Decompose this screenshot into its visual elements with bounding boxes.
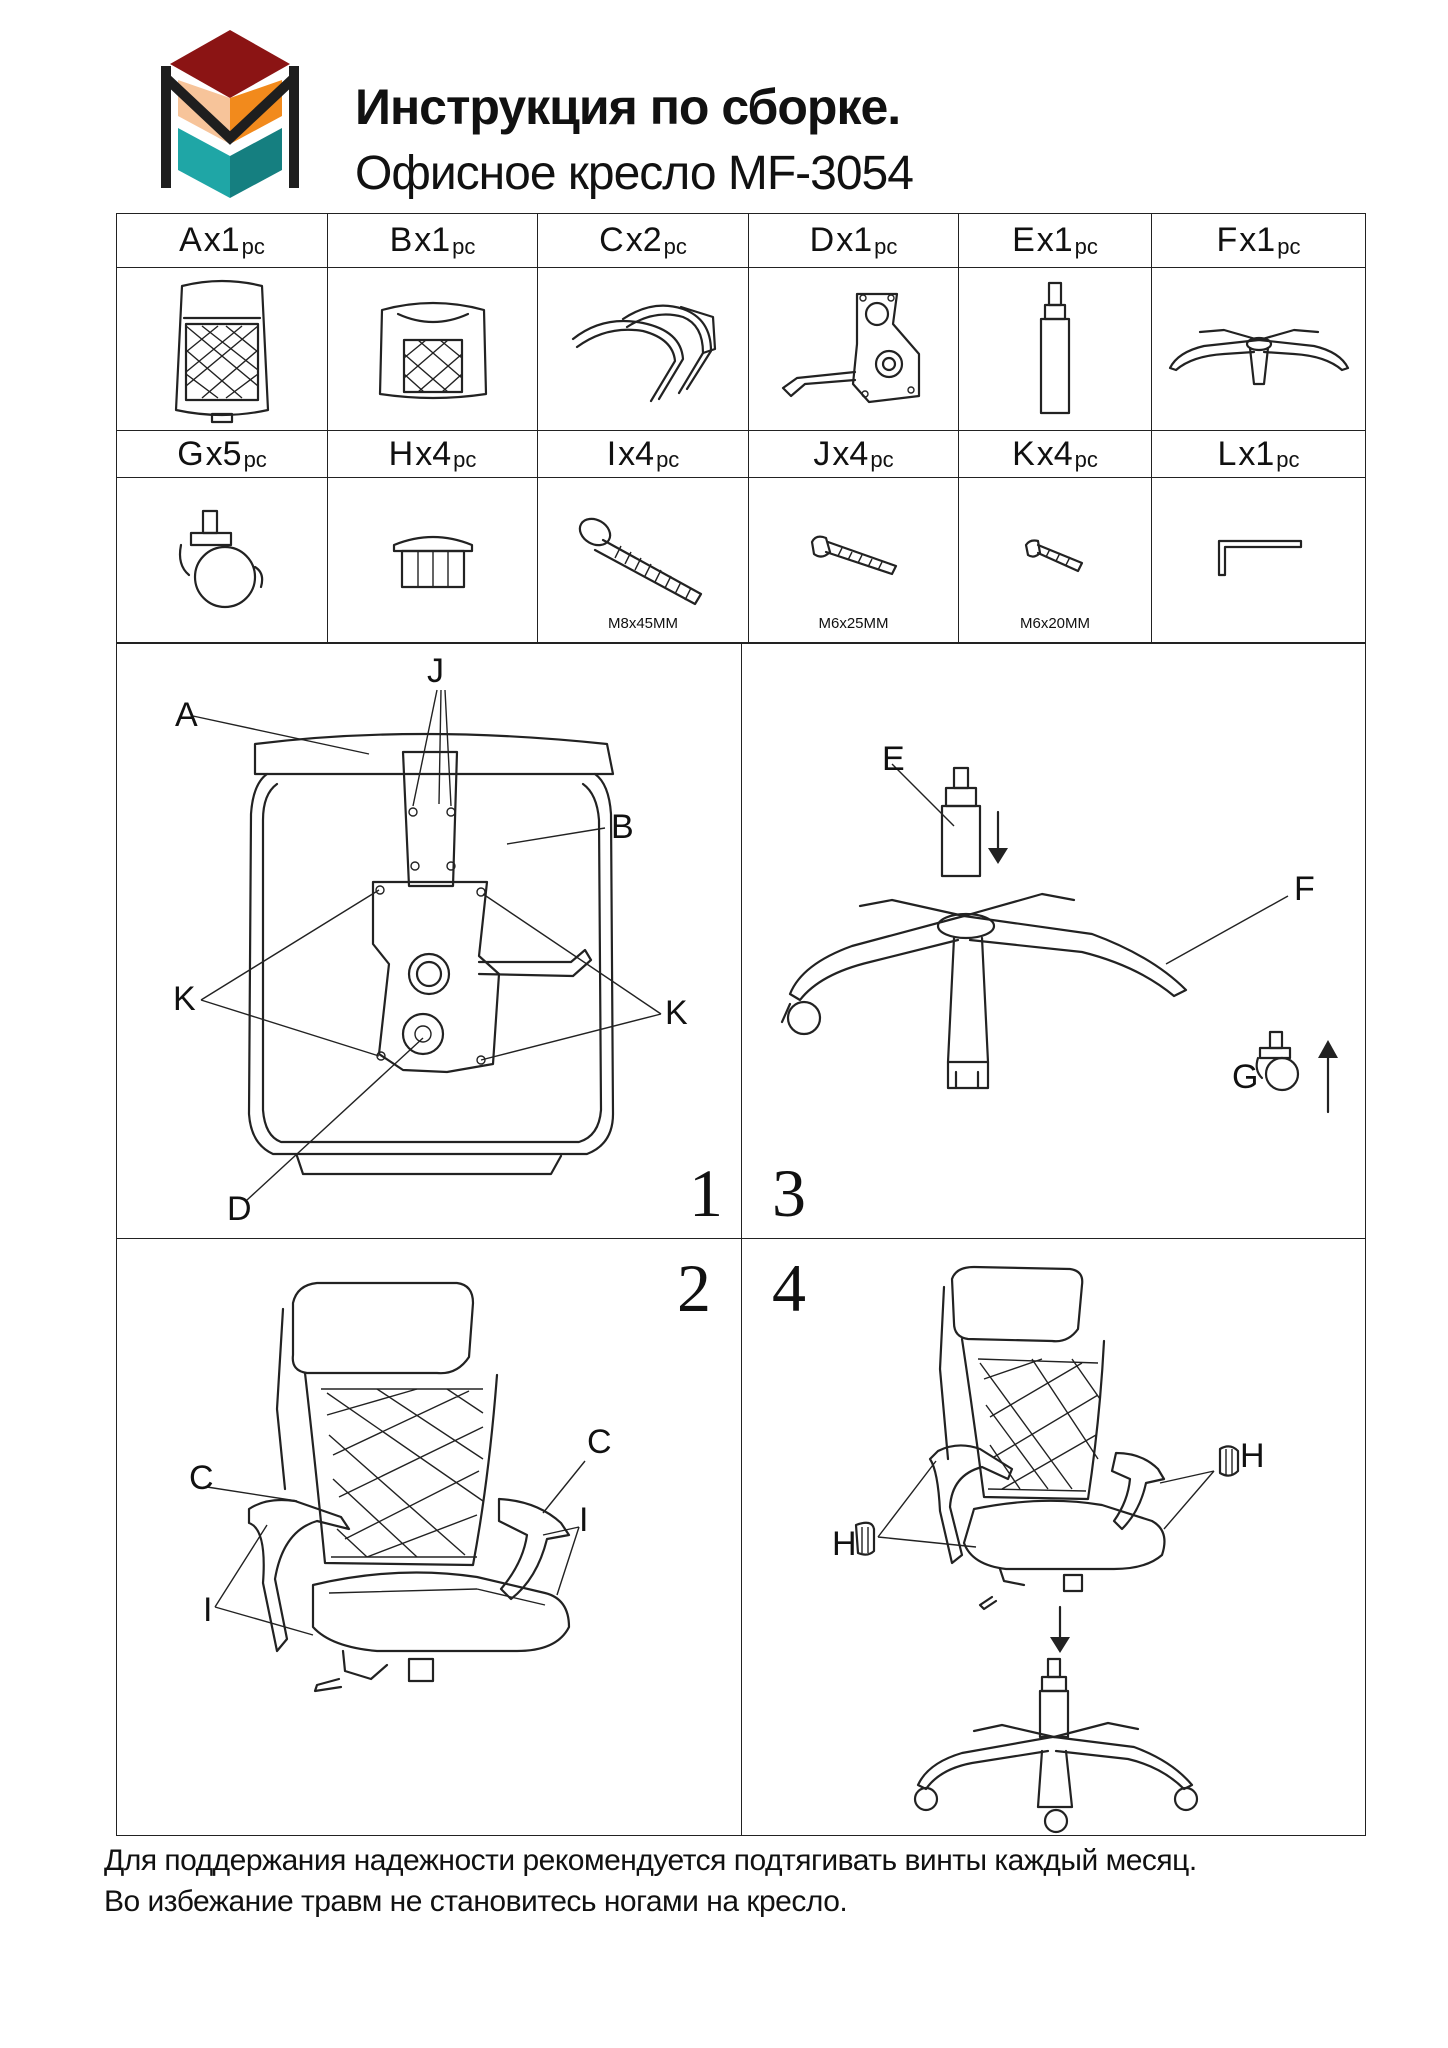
step-1-callout-k-right: K — [665, 994, 688, 1032]
part-picture-g — [116, 477, 328, 643]
part-picture-f — [1151, 267, 1366, 431]
step-4-callout-h-left: H — [832, 1525, 857, 1563]
step-2-number: 2 — [677, 1250, 711, 1326]
part-picture-d — [748, 267, 959, 431]
step-2-callout-i-left: I — [203, 1591, 213, 1629]
step-3-callout-g: G — [1232, 1058, 1259, 1096]
step-1-callout-a: A — [175, 696, 198, 734]
step-3-callout-e: E — [882, 740, 905, 778]
step-3-callout-f: F — [1294, 870, 1315, 908]
step-3-panel: E F G 3 — [741, 643, 1366, 1239]
screw-medium-icon — [810, 535, 897, 576]
caster-icon — [178, 509, 264, 609]
part-picture-l — [1151, 477, 1366, 643]
step-1-number: 1 — [689, 1155, 723, 1231]
part-dimension-i: M8x45MM — [607, 615, 678, 632]
step-2-callout-c-right: C — [587, 1423, 612, 1461]
step-4-number: 4 — [772, 1250, 806, 1326]
hex-key-icon — [1217, 539, 1302, 577]
step-1-callout-b: B — [611, 808, 634, 846]
page-title: Инструкция по сборке. — [355, 79, 901, 135]
footer-maintenance-note: Для поддержания надежности рекомендуется… — [104, 1844, 1197, 1877]
step-1-illustration — [192, 689, 662, 1201]
backrest-icon — [174, 279, 270, 424]
part-picture-c — [537, 267, 749, 431]
assembly-steps: A J B K K D 1 — [116, 643, 1366, 1836]
step-1-callout-j: J — [427, 652, 444, 690]
part-picture-i: M8x45MM — [537, 477, 749, 643]
step-2-illustration — [206, 1281, 586, 1693]
step-2-panel: C C I I 2 — [116, 1238, 742, 1836]
part-picture-k: M6x20MM — [958, 477, 1152, 643]
part-picture-h — [327, 477, 538, 643]
footer-safety-note: Во избежание травм не становитесь ногами… — [104, 1885, 848, 1918]
step-2-callout-i-right: I — [579, 1501, 589, 1539]
part-picture-a — [116, 267, 328, 431]
step-1-callout-k-left: K — [173, 980, 196, 1018]
step-1-callout-d: D — [227, 1190, 252, 1228]
step-4-illustration — [854, 1265, 1240, 1834]
part-dimension-j: M6x25MM — [818, 615, 889, 632]
step-4-callout-h-right: H — [1240, 1437, 1265, 1475]
bolt-large-icon — [578, 517, 703, 606]
screw-small-icon — [1024, 539, 1084, 573]
product-title: Офисное кресло MF-3054 — [355, 147, 914, 200]
step-3-number: 3 — [772, 1155, 806, 1231]
base-icon — [1168, 328, 1349, 386]
part-dimension-k: M6x20MM — [1019, 615, 1090, 632]
part-picture-b — [327, 267, 538, 431]
cap-icon — [392, 535, 473, 589]
mechanism-icon — [781, 292, 920, 404]
part-picture-j: M6x25MM — [748, 477, 959, 643]
gas-lift-icon — [1039, 281, 1071, 415]
armrest-icon — [571, 304, 717, 403]
step-2-callout-c-left: C — [189, 1459, 214, 1497]
step-1-panel: A J B K K D 1 — [116, 643, 742, 1239]
brand-logo — [161, 30, 299, 198]
part-picture-e — [958, 267, 1152, 431]
step-4-panel: H H 4 — [741, 1238, 1366, 1836]
seat-icon — [378, 301, 487, 400]
step-3-illustration — [780, 763, 1338, 1114]
